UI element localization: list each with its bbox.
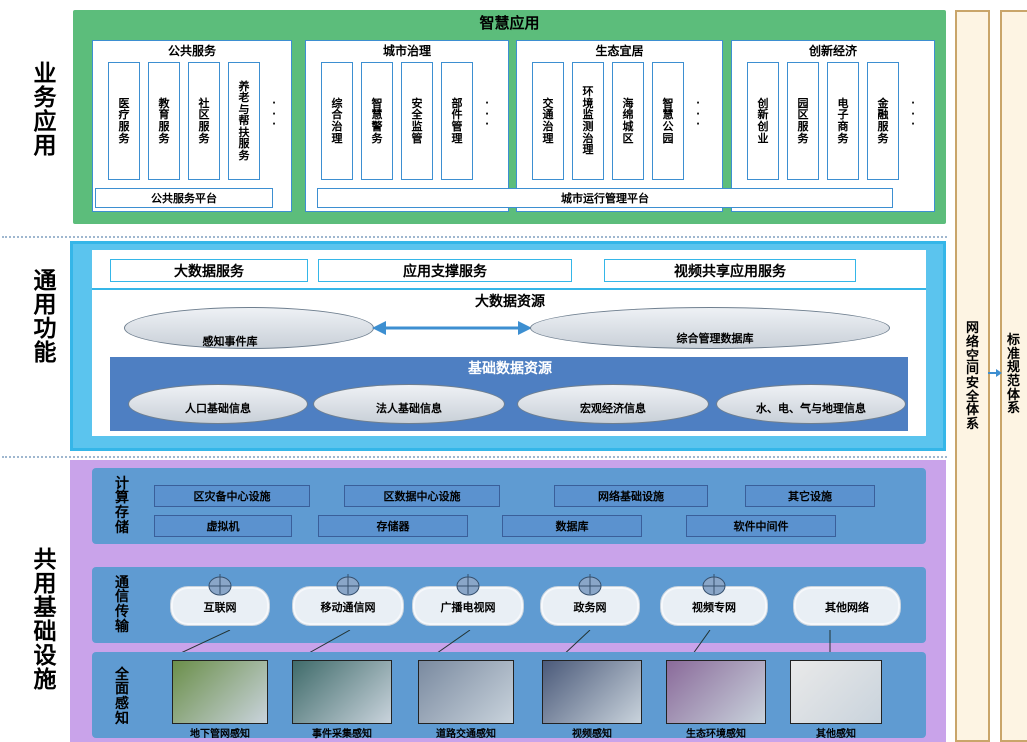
compute-resource: 存储器 xyxy=(318,515,468,537)
government-net-icon xyxy=(576,572,604,596)
service-item: 金融服务 xyxy=(867,62,899,180)
more-items-ellipsis: ··· xyxy=(485,98,489,131)
cell-tower-icon xyxy=(334,572,362,596)
standards-system-label: 标准规范体系 xyxy=(1006,333,1020,417)
sensing-label: 道路交通感知 xyxy=(436,729,496,740)
management-database-cylinder xyxy=(530,307,890,349)
service-item: 环境监测治理 xyxy=(572,62,604,180)
globe-icon xyxy=(206,572,234,596)
service-item: 创新创业 xyxy=(747,62,779,180)
compute-facility: 网络基础设施 xyxy=(554,485,708,507)
base-data-cylinder xyxy=(313,384,505,424)
video-sensing-photo xyxy=(542,660,642,724)
network-label: 广播电视网 xyxy=(440,601,496,614)
standards-system-column xyxy=(1000,10,1027,742)
network-label: 其他网络 xyxy=(825,601,869,614)
service-item: 交通治理 xyxy=(532,62,564,180)
communication-label: 通信传输 xyxy=(115,574,129,635)
label-common-functions: 通用功能 xyxy=(33,267,57,367)
service-group-title: 城市治理 xyxy=(382,43,431,58)
service-item: 社区服务 xyxy=(188,62,220,180)
network-label: 互联网 xyxy=(203,601,237,614)
base-data-cylinder xyxy=(128,384,308,424)
separator-bottom xyxy=(2,456,947,458)
sensing-label: 全面感知 xyxy=(115,666,129,727)
more-items-ellipsis: ··· xyxy=(696,98,700,131)
service-item: 海绵城区 xyxy=(612,62,644,180)
base-data-label: 宏观经济信息 xyxy=(580,401,646,415)
event-database-cylinder xyxy=(124,307,374,349)
management-database-label: 综合管理数据库 xyxy=(676,332,754,345)
service-item: 医疗服务 xyxy=(108,62,140,180)
service-video-sharing: 视频共享应用服务 xyxy=(604,259,856,282)
compute-facility: 区数据中心设施 xyxy=(344,485,500,507)
smart-application-title: 智慧应用 xyxy=(479,13,540,32)
separator-top xyxy=(2,236,947,238)
underground-pipe-photo xyxy=(172,660,268,724)
security-system-column xyxy=(955,10,990,742)
network-label: 移动通信网 xyxy=(320,601,376,614)
sensing-label: 地下管网感知 xyxy=(190,729,250,740)
label-shared-infrastructure: 共用基础设施 xyxy=(33,546,57,694)
service-item: 电子商务 xyxy=(827,62,859,180)
bidirectional-arrow xyxy=(372,321,532,335)
network-label: 政务网 xyxy=(573,601,607,614)
sensing-label: 其他感知 xyxy=(816,729,856,740)
network-cloud xyxy=(540,586,640,626)
base-data-label: 人口基础信息 xyxy=(185,401,251,415)
ecology-photo xyxy=(666,660,766,724)
compute-storage-label: 计算存储 xyxy=(115,475,129,536)
compute-resource: 数据库 xyxy=(502,515,642,537)
more-items-ellipsis: ··· xyxy=(911,98,915,131)
public-service-platform: 公共服务平台 xyxy=(95,188,273,208)
sensing-label: 视频感知 xyxy=(572,729,612,740)
event-database-label: 感知事件库 xyxy=(202,335,258,348)
base-data-resources-title: 基础数据资源 xyxy=(468,361,552,377)
service-item: 智慧公园 xyxy=(652,62,684,180)
sensing-label: 事件采集感知 xyxy=(312,729,372,740)
compute-facility: 区灾备中心设施 xyxy=(154,485,310,507)
service-group-title: 生态宜居 xyxy=(595,43,644,58)
base-data-label: 法人基础信息 xyxy=(376,401,442,415)
service-item: 部件管理 xyxy=(441,62,473,180)
event-collection-photo xyxy=(292,660,392,724)
service-item: 养老与帮扶服务 xyxy=(228,62,260,180)
service-item: 园区服务 xyxy=(787,62,819,180)
service-item: 综合治理 xyxy=(321,62,353,180)
label-business-application: 业务应用 xyxy=(33,60,57,160)
compute-facility: 其它设施 xyxy=(745,485,875,507)
service-group-title: 创新经济 xyxy=(808,43,857,58)
road-traffic-photo xyxy=(418,660,514,724)
service-item: 智慧警务 xyxy=(361,62,393,180)
base-data-cylinder xyxy=(716,384,906,424)
camera-net-icon xyxy=(700,572,728,596)
service-item: 安全监管 xyxy=(401,62,433,180)
sensing-label: 生态环境感知 xyxy=(686,729,746,740)
connector-arrow xyxy=(988,369,1002,377)
service-app-support: 应用支撑服务 xyxy=(318,259,572,282)
other-sensing-photo xyxy=(790,660,882,724)
compute-resource: 软件中间件 xyxy=(686,515,836,537)
satellite-dish-icon xyxy=(454,572,482,596)
service-item: 教育服务 xyxy=(148,62,180,180)
security-system-label: 网络空间安全体系 xyxy=(965,321,979,432)
service-big-data: 大数据服务 xyxy=(110,259,308,282)
network-cloud xyxy=(793,586,901,626)
city-operation-platform: 城市运行管理平台 xyxy=(317,188,893,208)
service-group-title: 公共服务 xyxy=(167,43,216,58)
base-data-label: 水、电、气与地理信息 xyxy=(756,401,866,415)
compute-resource: 虚拟机 xyxy=(154,515,292,537)
network-label: 视频专网 xyxy=(692,601,736,614)
base-data-cylinder xyxy=(517,384,709,424)
more-items-ellipsis: ··· xyxy=(272,98,276,131)
big-data-resources-title: 大数据资源 xyxy=(475,294,545,310)
